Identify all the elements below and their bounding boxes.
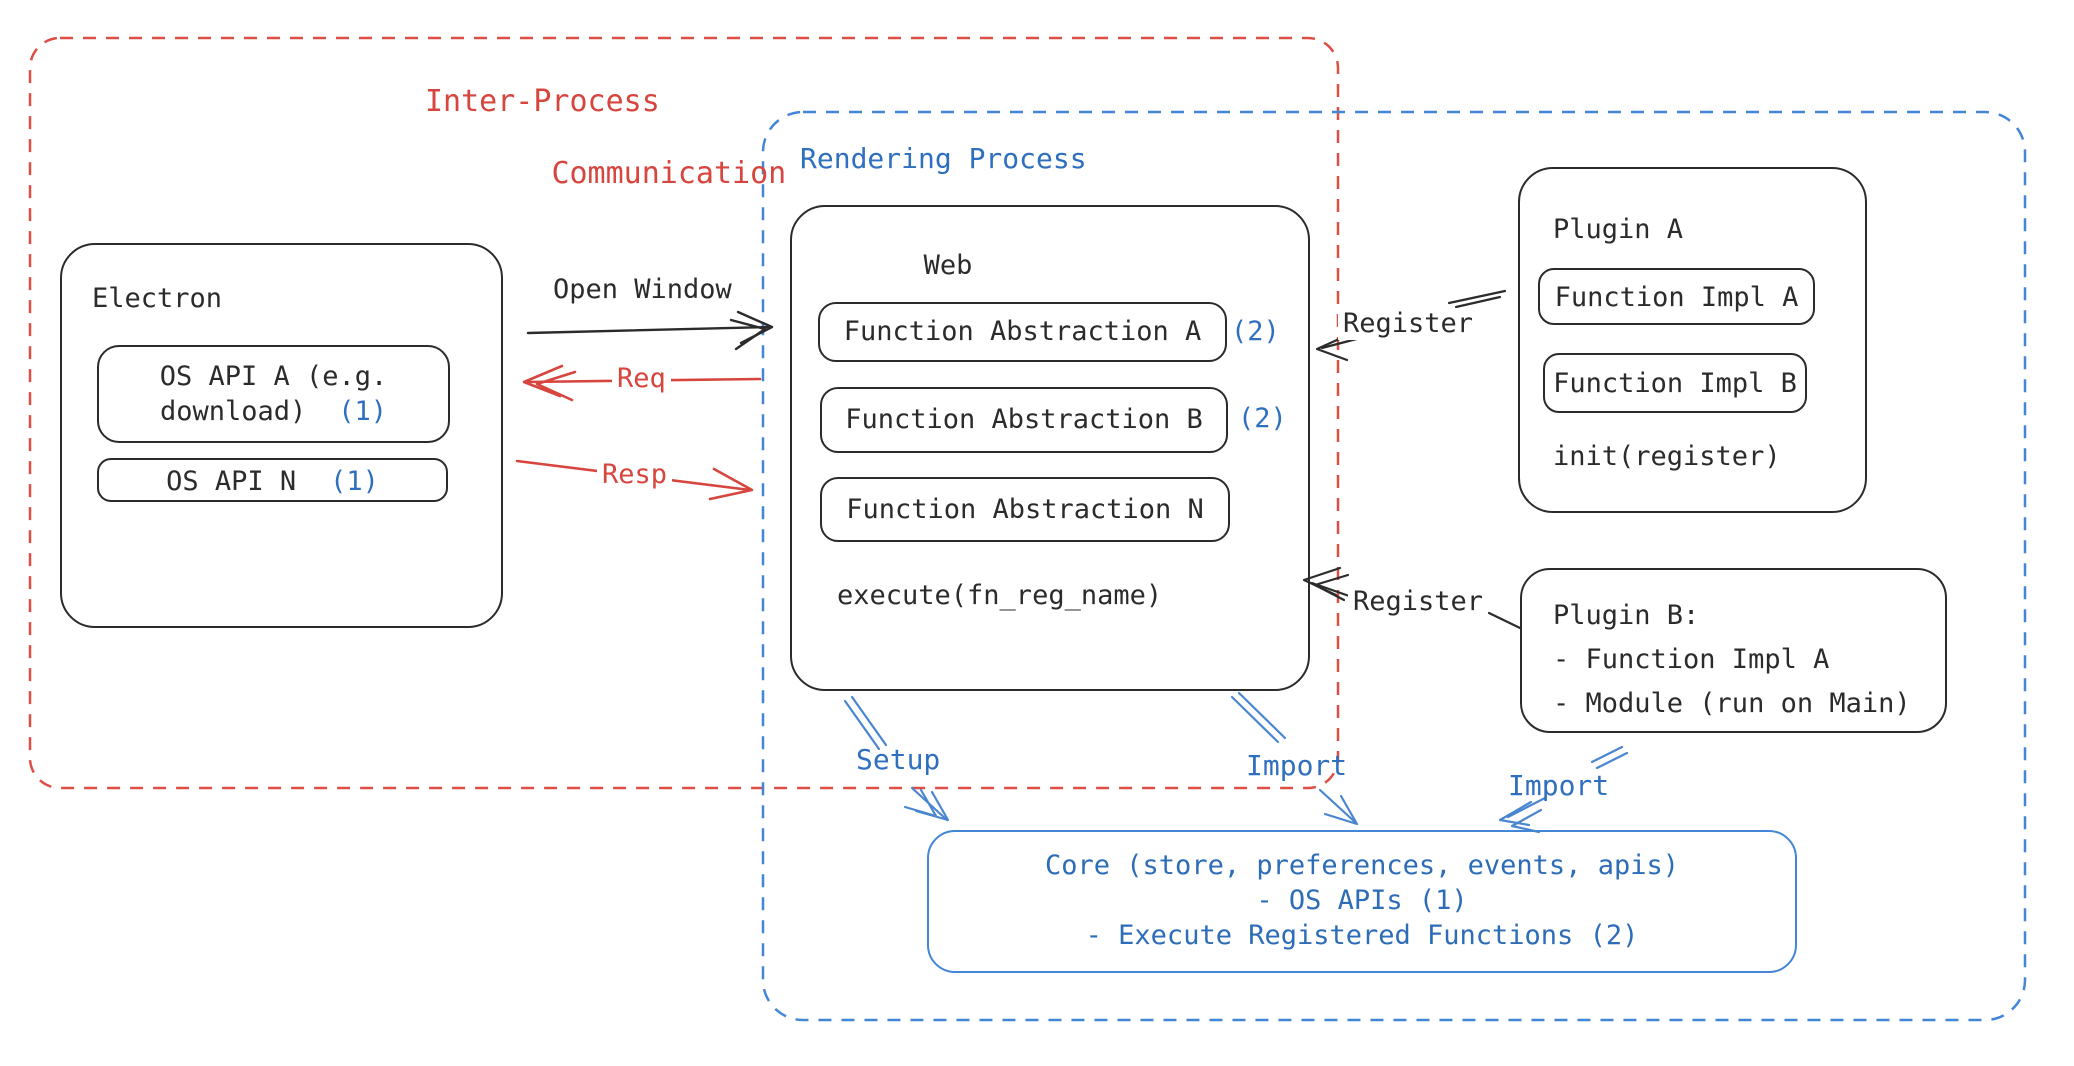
resp-label: Resp	[597, 459, 673, 491]
register-top-label: Register	[1338, 308, 1479, 340]
ipc-label-line2: Communication	[551, 156, 787, 191]
register-bottom-label: Register	[1348, 586, 1489, 618]
plugin-a-init-text: init(register)	[1553, 441, 1781, 472]
function-impl-a-box: Function Impl A	[1538, 268, 1815, 325]
ipc-region-label: Inter-Process Communication	[425, 84, 786, 192]
function-abstraction-b-box: Function Abstraction B	[820, 387, 1228, 453]
plugin-b-text: Plugin B: - Function Impl A - Module (run …	[1553, 594, 1911, 726]
os-api-a-box: OS API A (e.g. download) (1)	[97, 345, 450, 443]
core-line-2: - OS APIs (1)	[1256, 885, 1468, 916]
plugin-a-title: Plugin A	[1553, 214, 1684, 245]
plugin-b-item-2: - Module (run on Main)	[1553, 688, 1911, 719]
os-api-a-line2: download)	[159, 396, 307, 427]
function-abstraction-b-note: (2)	[1238, 403, 1287, 434]
os-api-a-note: (1)	[338, 396, 388, 427]
core-line-1: Core (store, preferences, events, apis)	[1045, 850, 1679, 881]
setup-label: Setup	[856, 743, 941, 776]
plugin-b-box	[1520, 568, 1947, 733]
os-api-n-note: (1)	[330, 466, 379, 497]
plugin-b-title: Plugin B:	[1553, 600, 1700, 631]
plugin-b-item-1: - Function Impl A	[1553, 644, 1830, 675]
function-abstraction-a-note: (2)	[1231, 316, 1280, 347]
function-abstraction-a-box: Function Abstraction A	[818, 302, 1227, 362]
rendering-region-label: Rendering Process	[800, 142, 1087, 175]
function-abstraction-n-box: Function Abstraction N	[820, 477, 1230, 542]
os-api-n-label: OS API N	[166, 466, 297, 497]
import-right-label: Import	[1508, 769, 1610, 802]
open-window-label: Open Window	[553, 274, 732, 305]
function-impl-b-box: Function Impl B	[1543, 353, 1807, 413]
electron-title: Electron	[92, 283, 223, 314]
ipc-region-outline	[28, 36, 1340, 790]
plugin-a-box	[1518, 167, 1867, 513]
web-execute-text: execute(fn_reg_name)	[837, 580, 1163, 611]
core-line-3: - Execute Registered Functions (2)	[1085, 920, 1639, 951]
web-title: Web	[923, 250, 973, 281]
rendering-region-outline	[761, 110, 2027, 1022]
os-api-a-line1: OS API A (e.g.	[159, 361, 388, 392]
import-mid-label: Import	[1246, 749, 1348, 782]
core-box: Core (store, preferences, events, apis) -…	[927, 830, 1797, 973]
req-label: Req	[612, 363, 671, 395]
os-api-n-box: OS API N (1)	[97, 458, 448, 502]
ipc-label-line1: Inter-Process	[425, 84, 660, 119]
